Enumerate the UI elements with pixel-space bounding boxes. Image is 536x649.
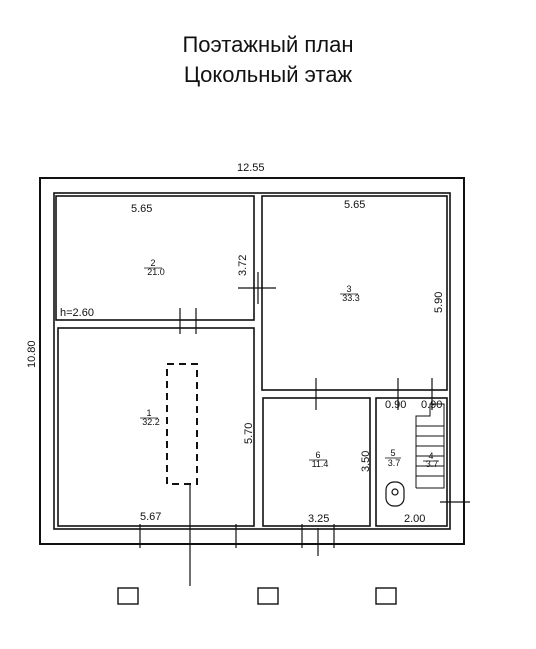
toilet-fixture	[385, 481, 405, 507]
room6-height-label: 3.50	[360, 451, 372, 472]
room-label-1: 1 32.2	[140, 408, 160, 427]
window-symbol-middle	[257, 587, 279, 605]
dashed-beam-outline	[166, 363, 198, 485]
room-label-5: 5 3.7	[385, 448, 401, 468]
staircase	[415, 403, 445, 489]
overall-width-label: 12.55	[237, 162, 265, 174]
room-number: 6	[315, 450, 320, 460]
plan-title: Поэтажный план	[182, 32, 354, 57]
room-area: 3.7	[388, 458, 401, 468]
room-label-3: 3 33.3	[340, 284, 360, 303]
window-symbol-right	[375, 587, 397, 605]
room-area: 3.7	[426, 459, 439, 469]
room-4-5-outline	[375, 397, 448, 527]
door-marks	[139, 272, 470, 556]
room-1-outline	[57, 327, 255, 527]
room-number: 5	[390, 448, 395, 458]
overall-height-label: 10.80	[26, 340, 38, 368]
room-area: 32.2	[142, 417, 160, 427]
room-number: 2	[150, 258, 155, 268]
room-number: 1	[146, 408, 151, 418]
room1-width-label: 5.67	[140, 511, 161, 523]
room-number: 3	[346, 284, 351, 294]
door-width-a-label: 0.90	[385, 399, 406, 411]
room-label-4: 4 3.7	[423, 451, 439, 469]
room2-width-label: 5.65	[131, 203, 152, 215]
room-area: 21.0	[147, 267, 165, 277]
room-area: 33.3	[342, 293, 360, 303]
room-number: 4	[428, 451, 433, 461]
room3-height-label: 5.90	[433, 292, 445, 313]
inner-wall-outline	[53, 192, 451, 530]
room2-height-label: 3.72	[237, 255, 249, 276]
ceiling-height-label: h=2.60	[60, 307, 94, 319]
room45-width-label: 2.00	[404, 513, 425, 525]
room1-height-label: 5.70	[243, 423, 255, 444]
room-label-2: 2 21.0	[144, 258, 165, 277]
room6-width-label: 3.25	[308, 513, 329, 525]
window-symbol-left	[117, 587, 139, 605]
room-3-outline	[261, 195, 448, 391]
floor-subtitle: Цокольный этаж	[183, 62, 353, 87]
room-area: 11.4	[312, 459, 329, 469]
room-label-6: 6 11.4	[309, 450, 328, 469]
door-width-b-label: 0.90	[421, 399, 442, 411]
room-2-outline	[55, 195, 255, 321]
room3-width-label: 5.65	[344, 199, 365, 211]
